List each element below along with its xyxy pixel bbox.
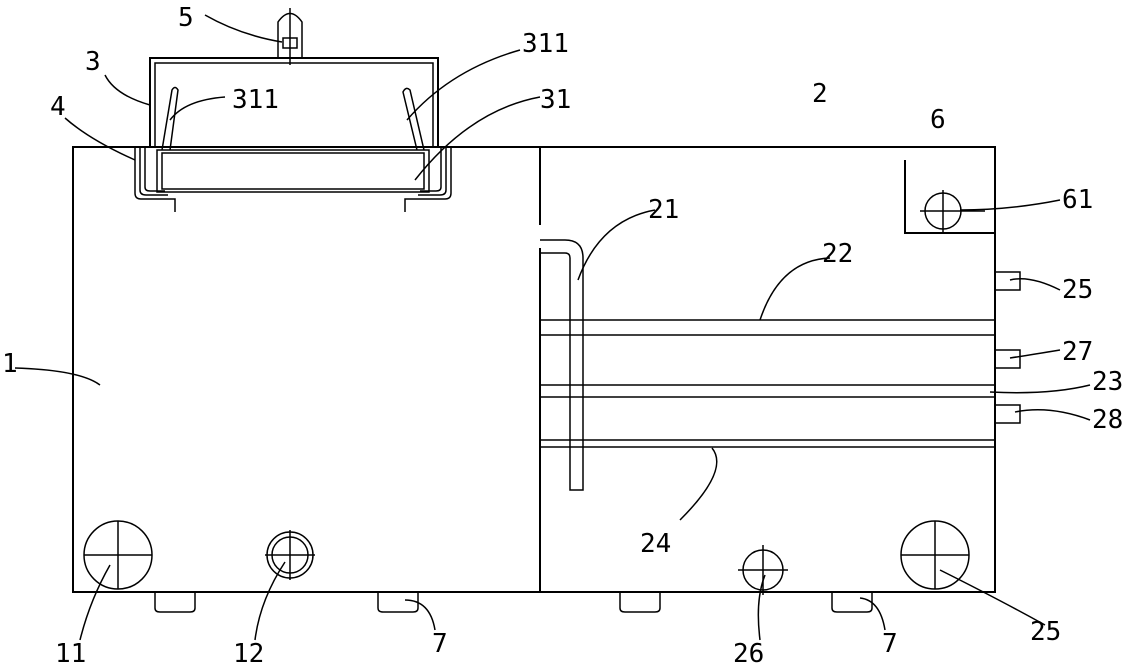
- box-6: [904, 160, 995, 234]
- label-23: 23: [1092, 367, 1123, 397]
- side-ports: [994, 271, 1021, 424]
- reference-labels: 5 3 311 311 31 4 2 6 61 21 22 25 27 23 2…: [2, 3, 1123, 667]
- label-25-bottom: 25: [1030, 617, 1061, 647]
- label-12: 12: [233, 639, 264, 667]
- label-1: 1: [2, 349, 18, 379]
- label-28: 28: [1092, 405, 1123, 435]
- label-3: 3: [85, 47, 101, 77]
- label-31: 31: [540, 85, 571, 115]
- layers-22-23-24: [540, 319, 995, 448]
- label-25-right: 25: [1062, 275, 1093, 305]
- lid-3: [134, 57, 452, 212]
- label-7-left: 7: [432, 629, 448, 659]
- leader-lines: [14, 14, 1091, 641]
- label-311-left: 311: [232, 85, 279, 115]
- label-24: 24: [640, 529, 671, 559]
- label-4: 4: [50, 92, 66, 122]
- label-26: 26: [733, 639, 764, 667]
- tank-body: [72, 146, 996, 593]
- label-27: 27: [1062, 337, 1093, 367]
- label-311-right: 311: [522, 29, 569, 59]
- wheels-and-outlets: [83, 520, 970, 595]
- pipe-21: [540, 239, 584, 491]
- label-5: 5: [178, 3, 194, 33]
- label-11: 11: [55, 639, 86, 667]
- handle-5: [277, 8, 303, 65]
- label-6: 6: [930, 105, 946, 135]
- label-21: 21: [648, 195, 679, 225]
- label-2: 2: [812, 79, 828, 109]
- label-22: 22: [822, 239, 853, 269]
- label-7-right: 7: [882, 629, 898, 659]
- feet-7: [154, 592, 873, 613]
- label-61: 61: [1062, 185, 1093, 215]
